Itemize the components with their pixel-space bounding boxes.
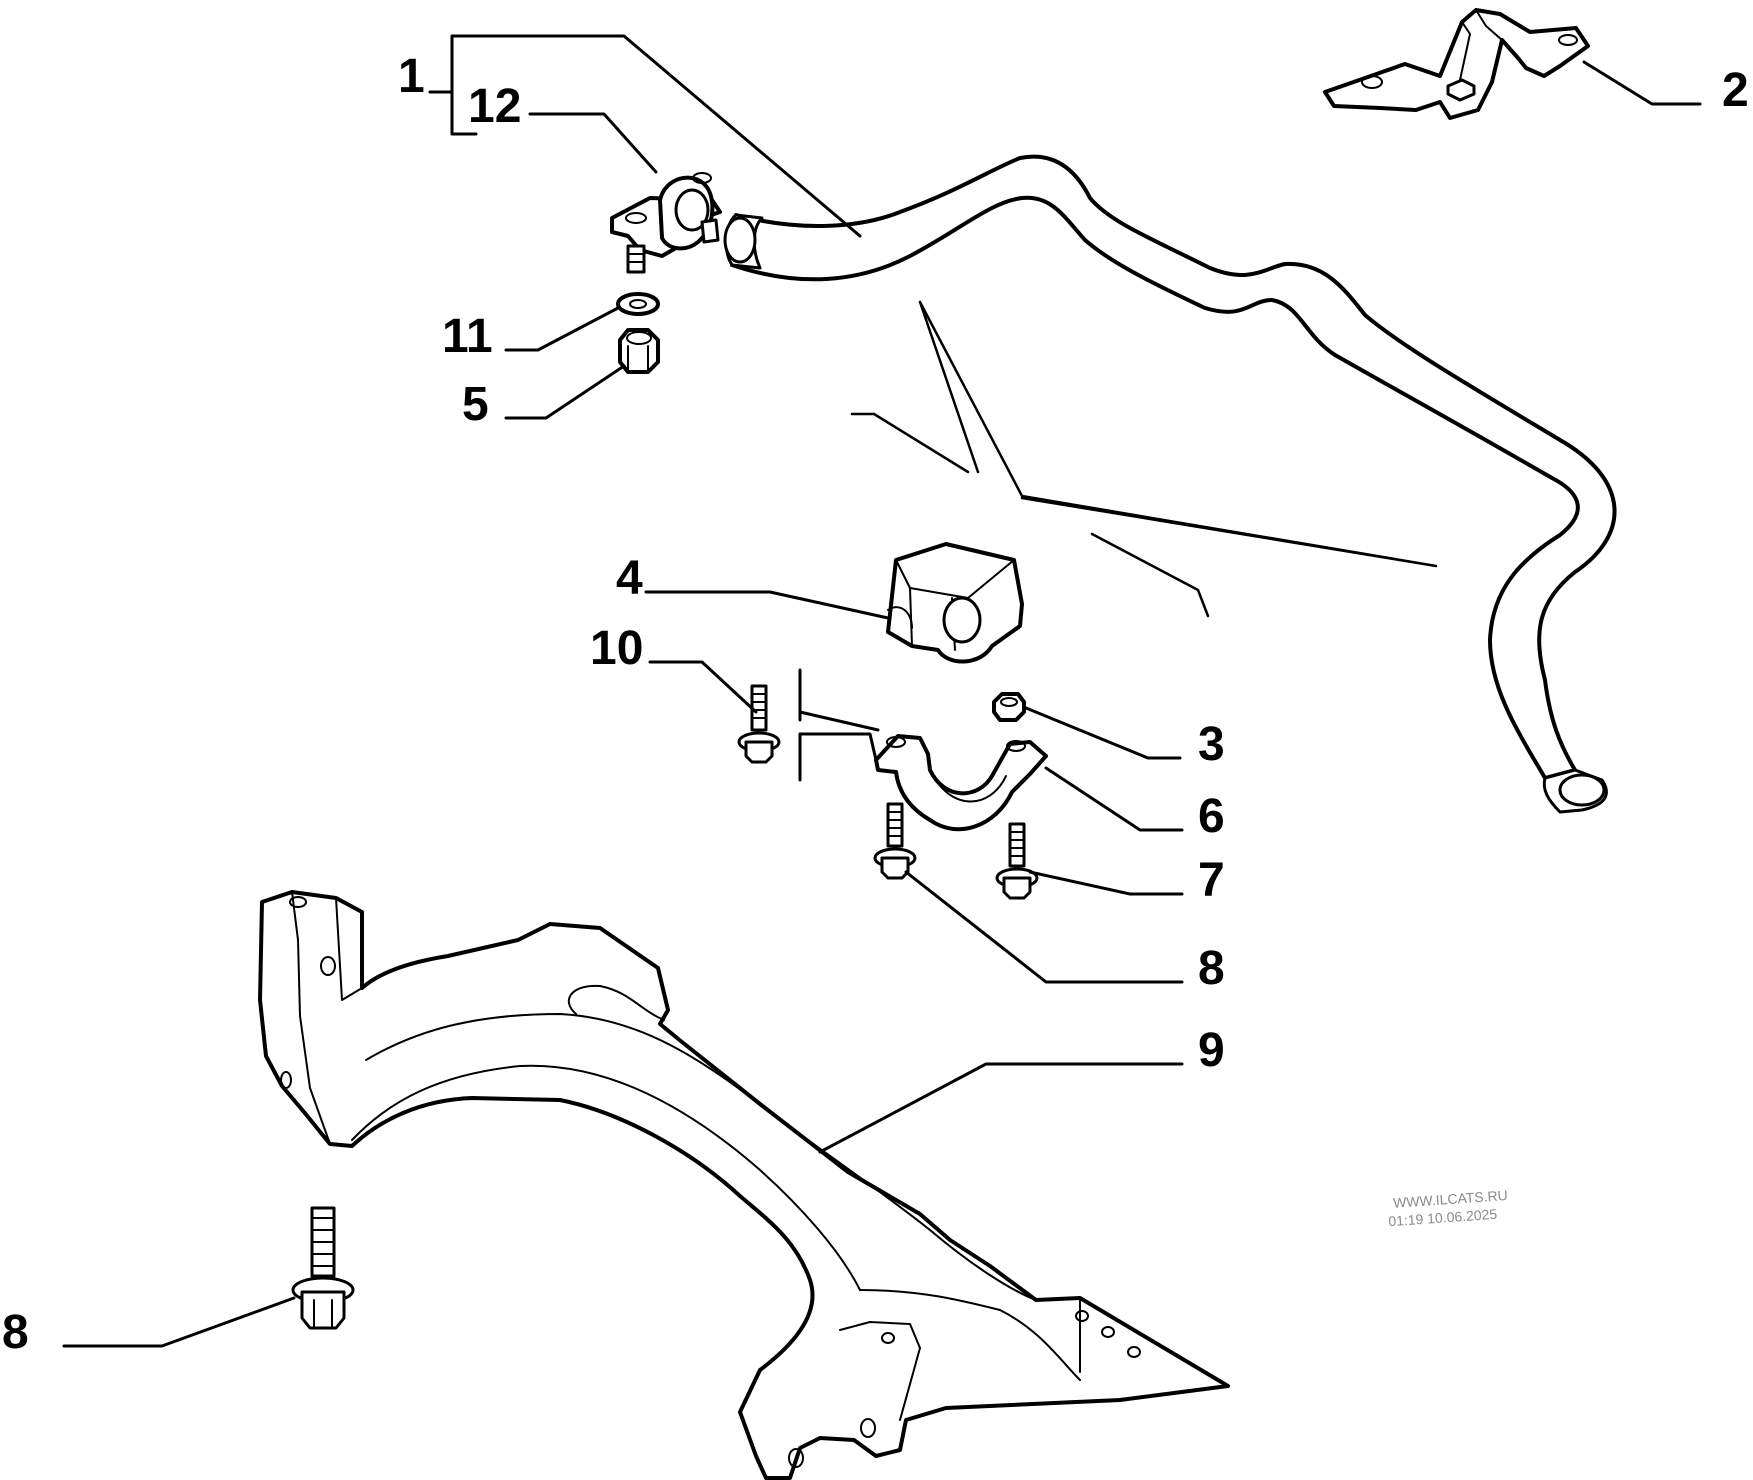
callout-8-lower[interactable]: 8 [2, 1306, 29, 1359]
washer[interactable] [616, 292, 660, 316]
stabilizer-bush[interactable] [886, 542, 1024, 664]
callout-6[interactable]: 6 [1198, 790, 1225, 843]
leader-lines [62, 34, 1702, 1348]
callout-1[interactable]: 1 [398, 50, 425, 103]
callout-9[interactable]: 9 [1198, 1024, 1225, 1077]
callout-10[interactable]: 10 [590, 622, 643, 675]
callout-8-upper[interactable]: 8 [1198, 942, 1225, 995]
bolt-10[interactable] [737, 684, 781, 764]
callout-labels: 1 12 11 5 2 4 10 3 6 7 8 9 8 [2, 50, 1749, 1359]
callout-5[interactable]: 5 [462, 378, 489, 431]
bolt-8-lower[interactable] [291, 1206, 355, 1330]
callout-4[interactable]: 4 [616, 552, 643, 605]
bush-bracket[interactable] [874, 734, 1048, 832]
centre-pointer [850, 300, 1438, 618]
lock-nut[interactable] [618, 328, 660, 374]
watermark: WWW.ILCATS.RU 01:19 10.06.2025 [1388, 1187, 1509, 1230]
clamp-plate[interactable] [1323, 8, 1590, 120]
watermark-timestamp: 01:19 10.06.2025 [1388, 1206, 1498, 1230]
bolt-7[interactable] [995, 822, 1039, 900]
crossmember[interactable] [258, 890, 1230, 1480]
bolt-8-upper[interactable] [873, 802, 917, 880]
stabilizer-bar[interactable] [723, 154, 1617, 814]
flange-nut[interactable] [992, 692, 1026, 722]
callout-3[interactable]: 3 [1198, 718, 1225, 771]
callout-11[interactable]: 11 [442, 310, 493, 363]
watermark-site: WWW.ILCATS.RU [1393, 1187, 1509, 1211]
callout-2[interactable]: 2 [1722, 64, 1749, 117]
callout-12[interactable]: 12 [468, 80, 521, 133]
link-rod[interactable] [610, 172, 722, 274]
callout-7[interactable]: 7 [1198, 854, 1225, 907]
